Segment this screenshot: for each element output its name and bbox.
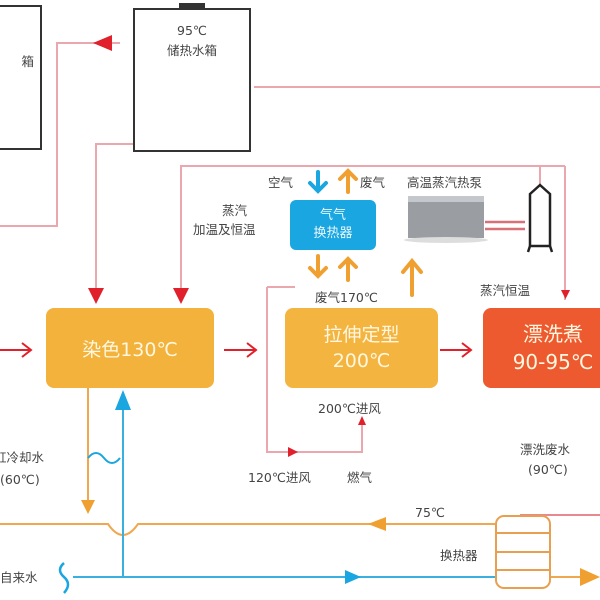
gas-label: 燃气 (347, 470, 373, 485)
setting-label-1: 拉伸定型 (323, 324, 400, 346)
arrow-icon (0, 342, 33, 358)
arrow-icon (115, 390, 131, 410)
temp-75-label: 75℃ (415, 505, 445, 520)
hx-label-2: 换热器 (313, 226, 353, 241)
exhaust-170-label: 废气170℃ (315, 290, 378, 305)
setting-label-2: 200℃ (332, 350, 391, 372)
heat-exchanger-icon (495, 515, 551, 589)
arrow-icon (173, 288, 189, 304)
left-tank-label: 箱 (21, 54, 34, 69)
rinse-waste-label-1: 漂洗废水 (520, 442, 571, 457)
arrow-icon (580, 568, 600, 586)
steam-pipes (0, 42, 600, 516)
rinsing-label-2: 90-95℃ (512, 350, 594, 374)
heat-exchanger-label: 换热器 (440, 548, 478, 563)
heat-pump-label: 高温蒸汽热泵 (407, 175, 483, 190)
pipe-left-to-storage (0, 42, 120, 227)
exhaust-label: 废气 (360, 175, 386, 190)
tank-lid (179, 3, 205, 9)
rinsing-process-box: 漂洗煮 90-95℃ (483, 308, 600, 388)
pipe-inlet-loop (266, 286, 363, 453)
inlet-200-label: 200℃进风 (318, 401, 381, 416)
inlet-120-label: 120℃进风 (248, 470, 311, 485)
process-arrows (0, 342, 473, 358)
arrow-up-icon (401, 257, 423, 297)
arrow-down-icon (308, 254, 328, 279)
pipe-pump-to-dyeing (180, 165, 565, 298)
rinse-waste-label-2: (90℃) (528, 462, 568, 477)
arrow-up-icon (338, 168, 358, 194)
tap-water-pipes (58, 398, 495, 594)
arrow-icon (224, 342, 258, 358)
hx-label-1: 气气 (319, 208, 346, 223)
steam-vessel-icon (526, 183, 554, 253)
dyeing-label: 染色130℃ (82, 338, 178, 361)
pipe-storage-to-dyeing-1 (95, 143, 135, 298)
setting-process-box: 拉伸定型 200℃ (285, 308, 438, 388)
heat-pump-icon (404, 196, 525, 243)
arrow-icon (440, 342, 473, 358)
arrow-icon (81, 500, 95, 514)
arrow-icon (345, 570, 361, 584)
cooling-water-label-2: (60℃) (0, 472, 40, 487)
steam-heating-label-1: 蒸汽 (222, 203, 248, 218)
arrow-icon (93, 35, 112, 51)
arrow-icon (561, 290, 570, 299)
left-water-tank: 箱 (0, 5, 42, 150)
storage-water-tank: 95℃ 储热水箱 (133, 8, 251, 152)
arrow-up-icon (338, 256, 358, 282)
arrow-icon (88, 288, 104, 304)
steam-constant-label: 蒸汽恒温 (480, 283, 531, 298)
cooling-water-label-1: 缸冷却水 (0, 450, 45, 465)
storage-tank-label: 储热水箱 (166, 43, 217, 58)
rinsing-label-1: 漂洗煮 (523, 322, 583, 346)
arrow-icon (288, 447, 298, 457)
storage-tank-temp: 95℃ (177, 23, 207, 38)
steam-heating-label-2: 加温及恒温 (193, 222, 256, 237)
arrow-icon (368, 517, 386, 531)
air-label: 空气 (268, 175, 294, 190)
arrow-down-icon (308, 170, 328, 194)
air-air-heat-exchanger: 气气 换热器 (290, 200, 376, 250)
arrow-icon (358, 416, 366, 425)
tap-water-label: 自来水 (0, 570, 38, 585)
dyeing-process-box: 染色130℃ (46, 308, 214, 388)
